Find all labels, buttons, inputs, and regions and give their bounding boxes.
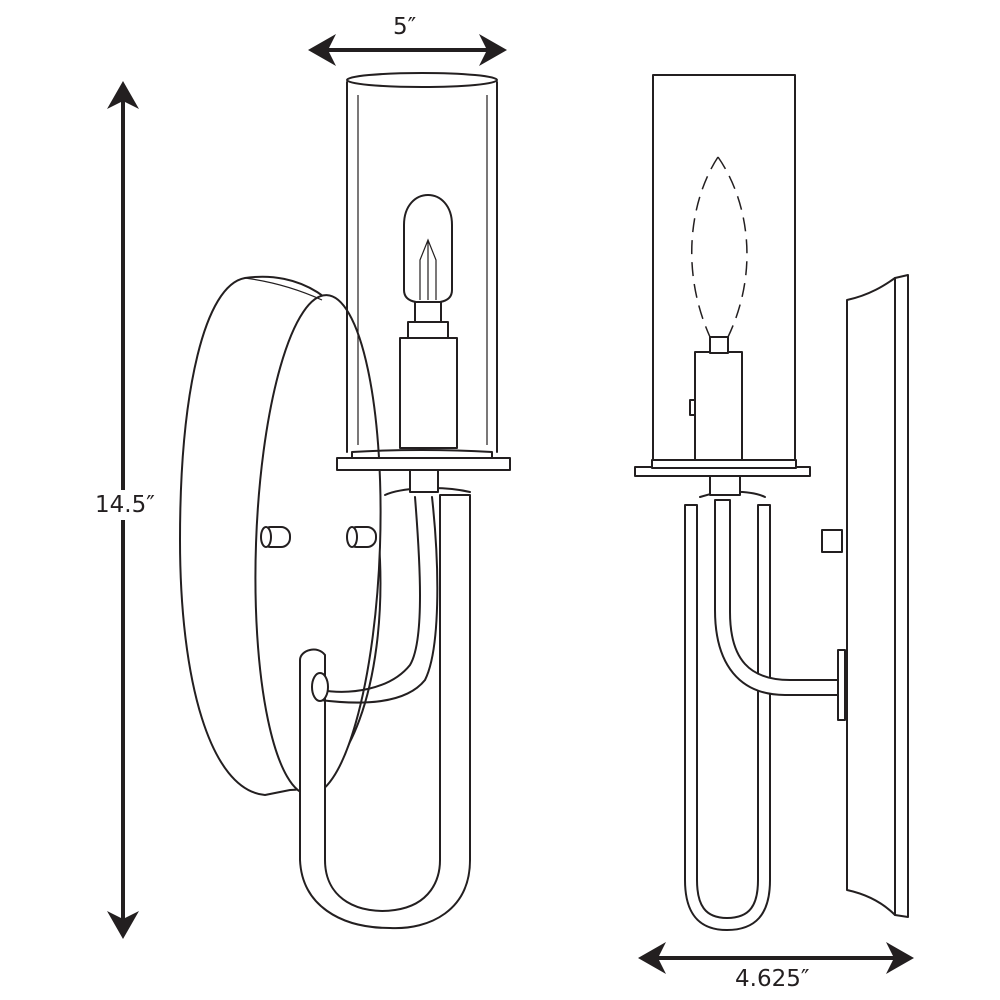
glass-shade <box>346 72 498 459</box>
arm-loop <box>299 494 471 930</box>
side-arm-loop <box>684 504 771 931</box>
side-view <box>634 74 909 931</box>
edison-bulb <box>403 194 453 339</box>
wall-plate <box>821 274 909 918</box>
depth-label: 4.625″ <box>735 966 810 992</box>
height-label: 14.5″ <box>95 490 155 520</box>
side-socket <box>694 351 743 461</box>
socket <box>399 337 458 449</box>
mounting-knob <box>260 526 291 548</box>
candle-bulb <box>690 156 748 338</box>
bobeche <box>336 457 511 471</box>
width-label: 5″ <box>393 14 417 40</box>
front-view <box>179 72 511 930</box>
mounting-knob <box>346 526 377 548</box>
